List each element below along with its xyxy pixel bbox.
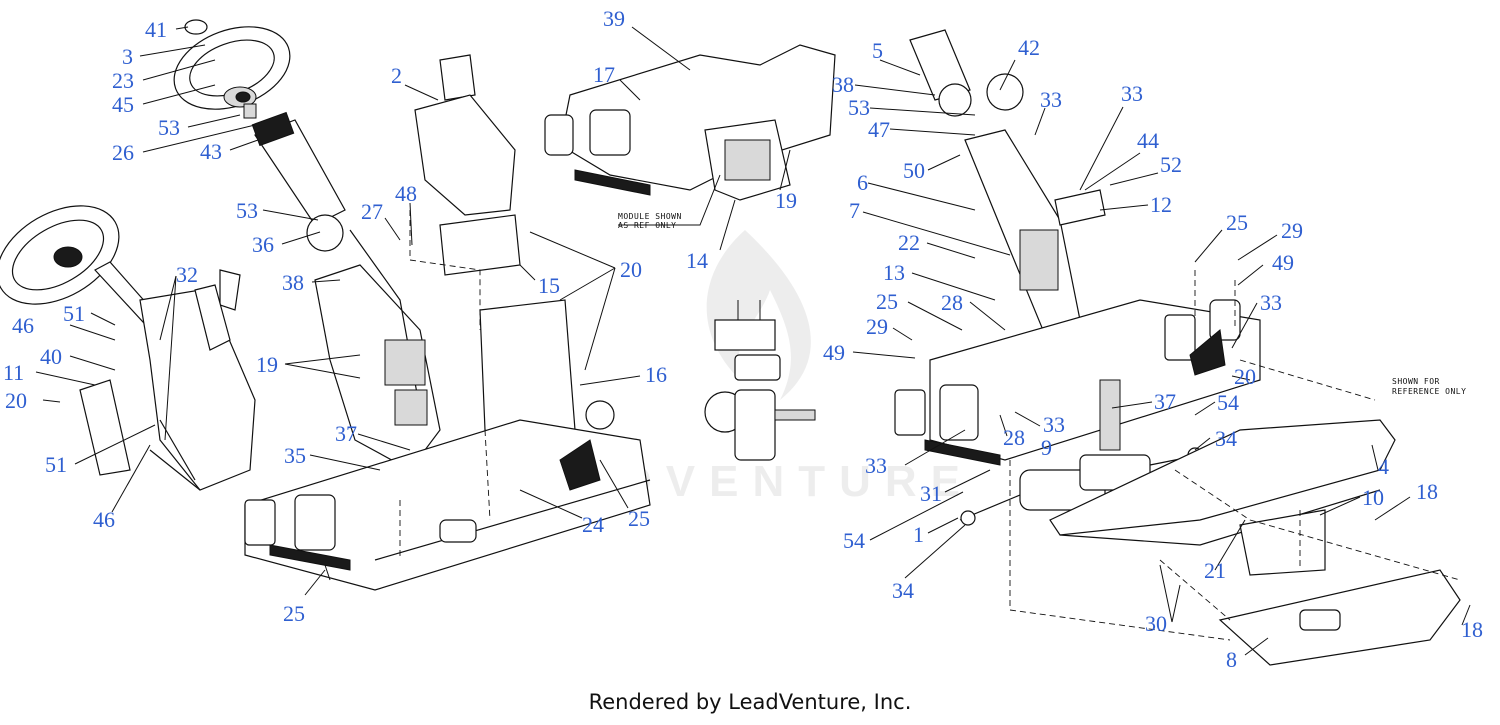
callout-18a: 18	[1416, 479, 1438, 504]
middle-top-frame	[544, 44, 836, 201]
callout-16: 16	[645, 362, 667, 387]
callout-15: 15	[538, 273, 560, 298]
callout-45: 45	[112, 92, 134, 117]
callout-5: 5	[872, 38, 883, 63]
callout-27: 27	[361, 199, 383, 224]
callout-29b: 29	[1281, 218, 1303, 243]
callout-22: 22	[898, 230, 920, 255]
callout-34b: 34	[892, 578, 914, 603]
callout-38a: 38	[282, 270, 304, 295]
leader-lines	[35, 26, 1471, 656]
callout-40: 40	[40, 344, 62, 369]
callout-14: 14	[686, 248, 708, 273]
callout-54a: 54	[1217, 390, 1239, 415]
callout-20a: 20	[5, 388, 27, 413]
callout-38b: 38	[832, 72, 854, 97]
callout-37a: 37	[335, 421, 357, 446]
callout-31: 31	[920, 481, 942, 506]
callout-6: 6	[857, 170, 868, 195]
callout-35: 35	[284, 443, 306, 468]
callout-25b: 25	[628, 506, 650, 531]
callout-3: 3	[122, 44, 133, 69]
module-note-line2: AS REF ONLY	[618, 221, 676, 230]
callout-24: 24	[582, 512, 604, 537]
callout-29a: 29	[866, 314, 888, 339]
callout-30: 30	[1145, 611, 1167, 636]
callout-42: 42	[1018, 35, 1040, 60]
callout-53c: 53	[848, 95, 870, 120]
callout-54b: 54	[843, 528, 865, 553]
right-steering-column	[909, 29, 1106, 336]
left-dash-panel	[79, 269, 256, 491]
callout-25a: 25	[283, 601, 305, 626]
callout-47: 47	[868, 117, 890, 142]
callout-39: 39	[603, 6, 625, 31]
callout-53a: 53	[158, 115, 180, 140]
callout-49b: 49	[1272, 250, 1294, 275]
right-chassis-frame	[894, 299, 1261, 466]
callout-25d: 25	[1226, 210, 1248, 235]
callout-21: 21	[1204, 558, 1226, 583]
callout-20c: 20	[1234, 364, 1256, 389]
callout-53b: 53	[236, 198, 258, 223]
callout-20b: 20	[620, 257, 642, 282]
callout-33e: 33	[865, 453, 887, 478]
callout-10: 10	[1362, 485, 1384, 510]
right-front-bumper	[1049, 419, 1461, 666]
callout-7: 7	[849, 198, 860, 223]
module-note-line1: MODULE SHOWN	[618, 212, 682, 221]
callout-23: 23	[112, 68, 134, 93]
left-steering-wheel-top	[173, 19, 291, 119]
callout-19b: 19	[775, 188, 797, 213]
callout-46b: 46	[93, 507, 115, 532]
callout-8: 8	[1226, 647, 1237, 672]
callout-32: 32	[176, 262, 198, 287]
callout-52: 52	[1160, 152, 1182, 177]
callout-1: 1	[913, 522, 924, 547]
callout-2: 2	[391, 63, 402, 88]
callout-26: 26	[112, 140, 134, 165]
callout-48: 48	[395, 181, 417, 206]
callout-36: 36	[252, 232, 274, 257]
callout-19a: 19	[256, 352, 278, 377]
left-column-housing	[414, 54, 576, 451]
callout-33b: 33	[1121, 81, 1143, 106]
callout-44: 44	[1137, 128, 1159, 153]
left-chassis-frame	[244, 400, 651, 591]
callout-33d: 33	[1043, 412, 1065, 437]
callout-25c: 25	[876, 289, 898, 314]
callout-46a: 46	[12, 313, 34, 338]
watermark-flame-icon	[706, 230, 811, 400]
callout-18b: 18	[1461, 617, 1483, 642]
left-dash-lines	[399, 210, 491, 560]
callout-11: 11	[3, 360, 24, 385]
callout-17: 17	[593, 62, 615, 87]
callout-33c: 33	[1260, 290, 1282, 315]
callout-49a: 49	[823, 340, 845, 365]
callout-34a: 34	[1215, 426, 1237, 451]
middle-steering-gearbox	[704, 300, 816, 461]
callout-labels: 41 3 23 45 53 26 43 53 36 38 32 51 46 40…	[3, 6, 1483, 672]
callout-50: 50	[903, 158, 925, 183]
reference-note-line1: SHOWN FOR	[1392, 377, 1440, 386]
callout-51a: 51	[63, 301, 85, 326]
callout-28a: 28	[941, 290, 963, 315]
callout-37b: 37	[1154, 389, 1176, 414]
callout-13: 13	[883, 260, 905, 285]
callout-43: 43	[200, 139, 222, 164]
reference-note-line2: REFERENCE ONLY	[1392, 387, 1466, 396]
callout-4: 4	[1378, 454, 1389, 479]
callout-51b: 51	[45, 452, 67, 477]
parts-diagram: LEADVENTURE	[0, 6, 1483, 672]
right-dash-lines	[1009, 270, 1461, 641]
callout-41: 41	[145, 17, 167, 42]
callout-9: 9	[1041, 435, 1052, 460]
callout-28b: 28	[1003, 425, 1025, 450]
callout-33a: 33	[1040, 87, 1062, 112]
footer-credit: Rendered by LeadVenture, Inc.	[588, 690, 912, 714]
callout-12: 12	[1150, 192, 1172, 217]
